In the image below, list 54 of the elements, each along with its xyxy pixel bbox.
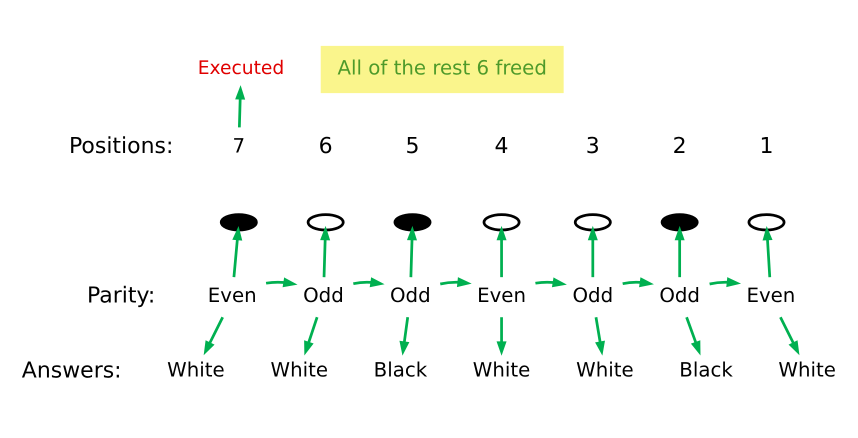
arrow: [235, 85, 246, 128]
node-ellipse: [306, 213, 345, 232]
label: Answers:: [22, 358, 122, 384]
arrow: [685, 316, 700, 356]
node-text: White: [270, 358, 328, 382]
label: Positions:: [68, 134, 174, 160]
arrow: [535, 277, 567, 288]
arrow: [353, 277, 385, 288]
arrow: [406, 226, 417, 278]
arrow: [588, 226, 598, 278]
node-text: Executed: [198, 58, 284, 79]
node-text: Odd: [659, 284, 700, 307]
label: 1: [760, 134, 774, 160]
node-text: Odd: [390, 284, 431, 307]
node-ellipse: [574, 213, 612, 232]
arrow: [622, 277, 654, 288]
label: 3: [586, 134, 600, 160]
node-ellipse: [748, 213, 786, 232]
node-ellipse: [394, 213, 432, 232]
arrow: [440, 277, 472, 288]
node-text: Even: [208, 284, 257, 307]
arrow: [674, 226, 685, 278]
arrow: [496, 226, 507, 278]
node-text: White: [576, 358, 634, 382]
node-ellipse: [660, 213, 699, 232]
node-text: Odd: [572, 284, 614, 307]
node-text: Even: [477, 284, 526, 307]
node-text: White: [472, 358, 530, 382]
arrow: [594, 317, 605, 356]
label: 4: [494, 134, 509, 160]
arrow: [232, 226, 242, 278]
node-text: Even: [746, 284, 796, 307]
node-text: White: [778, 358, 836, 382]
label: 6: [318, 134, 333, 160]
arrow: [709, 277, 742, 288]
node-text: 7: [232, 134, 246, 158]
node-text: Black: [679, 358, 733, 382]
node-ellipse: [220, 213, 258, 232]
arrow: [779, 316, 800, 356]
node-box: All of the rest 6 freed: [320, 46, 564, 94]
node-ellipse: [482, 213, 521, 232]
label: Parity:: [87, 284, 156, 309]
arrow: [304, 316, 318, 356]
node-text: White: [167, 358, 225, 382]
arrow: [204, 316, 224, 356]
arrow: [266, 277, 298, 288]
node-text: Black: [374, 358, 428, 382]
arrow: [320, 226, 330, 278]
arrow: [762, 226, 773, 278]
node-text: Odd: [303, 284, 344, 307]
label: 2: [672, 134, 687, 160]
arrow: [496, 317, 507, 356]
arrow: [399, 317, 410, 356]
label: 5: [406, 134, 420, 160]
